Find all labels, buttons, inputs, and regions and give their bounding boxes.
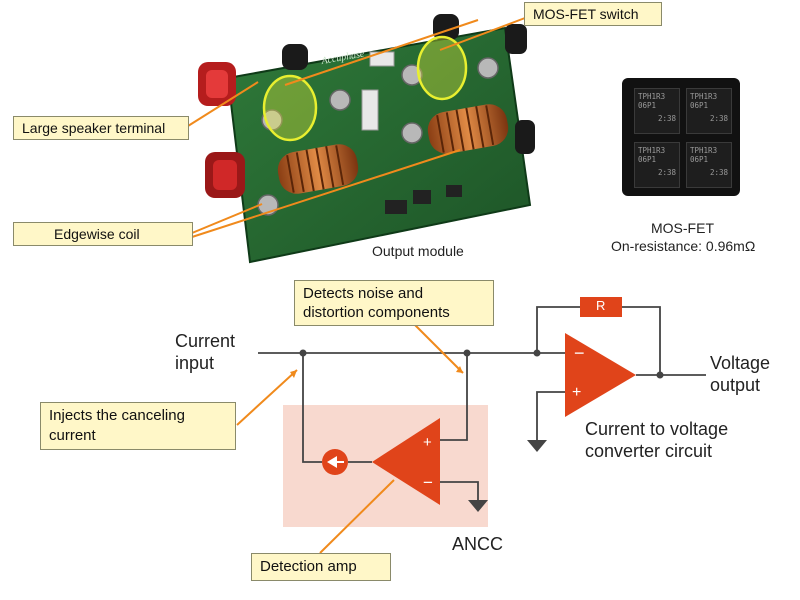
label-ancc: ANCC [452, 534, 504, 554]
callout-mosfet-switch: MOS-FET switch [524, 2, 662, 26]
caption-mosfet: MOS-FET [651, 220, 714, 236]
black-terminal-3 [505, 24, 527, 54]
ground-symbol-1 [527, 440, 547, 452]
circuit-diagram: − + + − [236, 297, 706, 554]
black-terminal-1 [282, 44, 308, 70]
board-connector [361, 89, 379, 131]
edgewise-coil-left [277, 144, 359, 194]
callout-large-speaker-terminal: Large speaker terminal [13, 116, 189, 140]
label-converter-circuit: Current to voltage converter circuit [585, 419, 729, 461]
speaker-terminal-left-bottom [205, 152, 245, 198]
resistor [580, 297, 622, 317]
output-module-photo: Accuphase [198, 14, 535, 264]
converter-opamp [565, 333, 636, 417]
callout-injects-current: Injects the canceling current [40, 402, 236, 450]
black-terminal-4 [515, 120, 535, 154]
svg-text:+: + [423, 434, 432, 451]
mosfet-highlight-right [416, 35, 468, 101]
svg-text:−: − [574, 343, 585, 363]
callout-detects-noise: Detects noise and distortion components [294, 280, 494, 326]
caption-output-module: Output module [372, 243, 464, 259]
svg-text:+: + [572, 384, 581, 401]
edgewise-coil-right [427, 104, 509, 154]
detection-amp [372, 418, 440, 505]
callout-detection-amp: Detection amp [251, 553, 391, 581]
speaker-terminal-left-top [198, 62, 236, 106]
photo-leader-lines [187, 17, 526, 238]
caption-on-resistance: On-resistance: 0.96mΩ [611, 238, 756, 254]
label-current-input: Current input [175, 331, 236, 373]
svg-text:−: − [423, 473, 433, 492]
mosfet-highlight-left [262, 74, 318, 142]
label-resistor: R [596, 298, 606, 313]
label-voltage-output: Voltage output [710, 353, 771, 395]
callout-edgewise-coil: Edgewise coil [13, 222, 193, 246]
ground-symbol-2 [468, 500, 488, 512]
circuit-wires [258, 306, 706, 500]
